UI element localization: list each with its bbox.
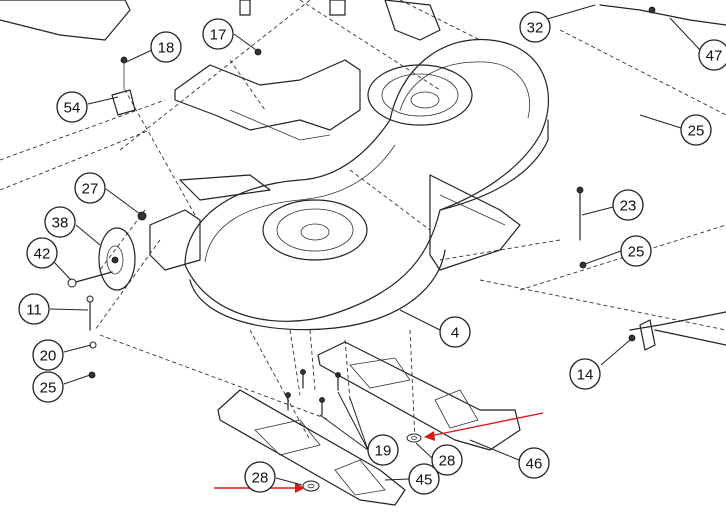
callout-number: 25 [688,123,705,140]
callout-number: 45 [416,472,433,489]
leader-lines [49,4,701,486]
callout-c4: 4 [439,316,471,348]
callout-number: 25 [40,380,57,397]
callout-c54: 54 [56,91,88,123]
callout-number: 17 [210,27,227,44]
callout-circle [569,358,601,390]
callout-number: 38 [52,215,69,232]
callout-circle [518,447,550,479]
callout-circle [74,172,106,204]
mower-deck-housing [149,0,549,331]
callout-circle [519,11,551,43]
hardware-items [67,4,726,416]
callout-number: 54 [64,100,81,117]
callout-circle [698,39,726,71]
callout-c23: 23 [612,189,644,221]
blade-washers-28 [302,433,422,492]
callout-circle [18,293,50,325]
callout-number: 25 [628,244,645,261]
upper-left-cover-edge [0,0,131,41]
callout-circle [26,237,58,269]
callout-circle [620,235,652,267]
callout-number: 28 [439,453,456,470]
callout-circle [244,461,276,493]
callout-number: 32 [527,20,544,37]
callout-circle [431,444,463,476]
callout-c28b: 28 [244,461,276,493]
callout-circle [202,18,234,50]
bracket-54 [111,89,136,116]
callout-number: 42 [34,246,51,263]
callout-circle [44,206,76,238]
callout-c18: 18 [150,31,182,63]
callout-c20: 20 [32,339,64,371]
callout-c42: 42 [26,237,58,269]
callout-c25b: 25 [620,235,652,267]
blade-45 [217,389,406,506]
callout-number: 20 [40,348,57,365]
callout-circle [150,31,182,63]
callout-circle [680,114,712,146]
callout-c17: 17 [202,18,234,50]
callout-c11: 11 [18,293,50,325]
callout-circle [56,91,88,123]
callout-number: 46 [526,456,543,473]
callout-circle [408,463,440,495]
callout-number: 47 [706,48,723,65]
callout-c25a: 25 [680,114,712,146]
blade-46 [317,341,521,451]
callout-c46: 46 [518,447,550,479]
callout-circle [439,316,471,348]
gauge-wheel-38 [98,227,136,291]
callout-number: 27 [82,181,99,198]
callout-number: 14 [577,367,594,384]
callout-number: 23 [620,198,637,215]
callout-number: 19 [375,443,392,460]
callout-circle [32,339,64,371]
callout-circle [32,371,64,403]
callout-c28a: 28 [431,444,463,476]
callout-c14: 14 [569,358,601,390]
callout-c47: 47 [698,39,726,71]
callout-c25c: 25 [32,371,64,403]
callout-number: 4 [451,325,459,342]
callout-number: 18 [158,40,175,57]
callout-c32: 32 [519,11,551,43]
callout-number: 28 [252,470,269,487]
callout-circle [612,189,644,221]
callout-c38: 38 [44,206,76,238]
callout-c19: 19 [367,434,399,466]
assembly-dashed-lines [0,0,726,441]
callout-number: 11 [26,302,42,319]
callout-c27: 27 [74,172,106,204]
callout-circle [367,434,399,466]
callout-c45: 45 [408,463,440,495]
